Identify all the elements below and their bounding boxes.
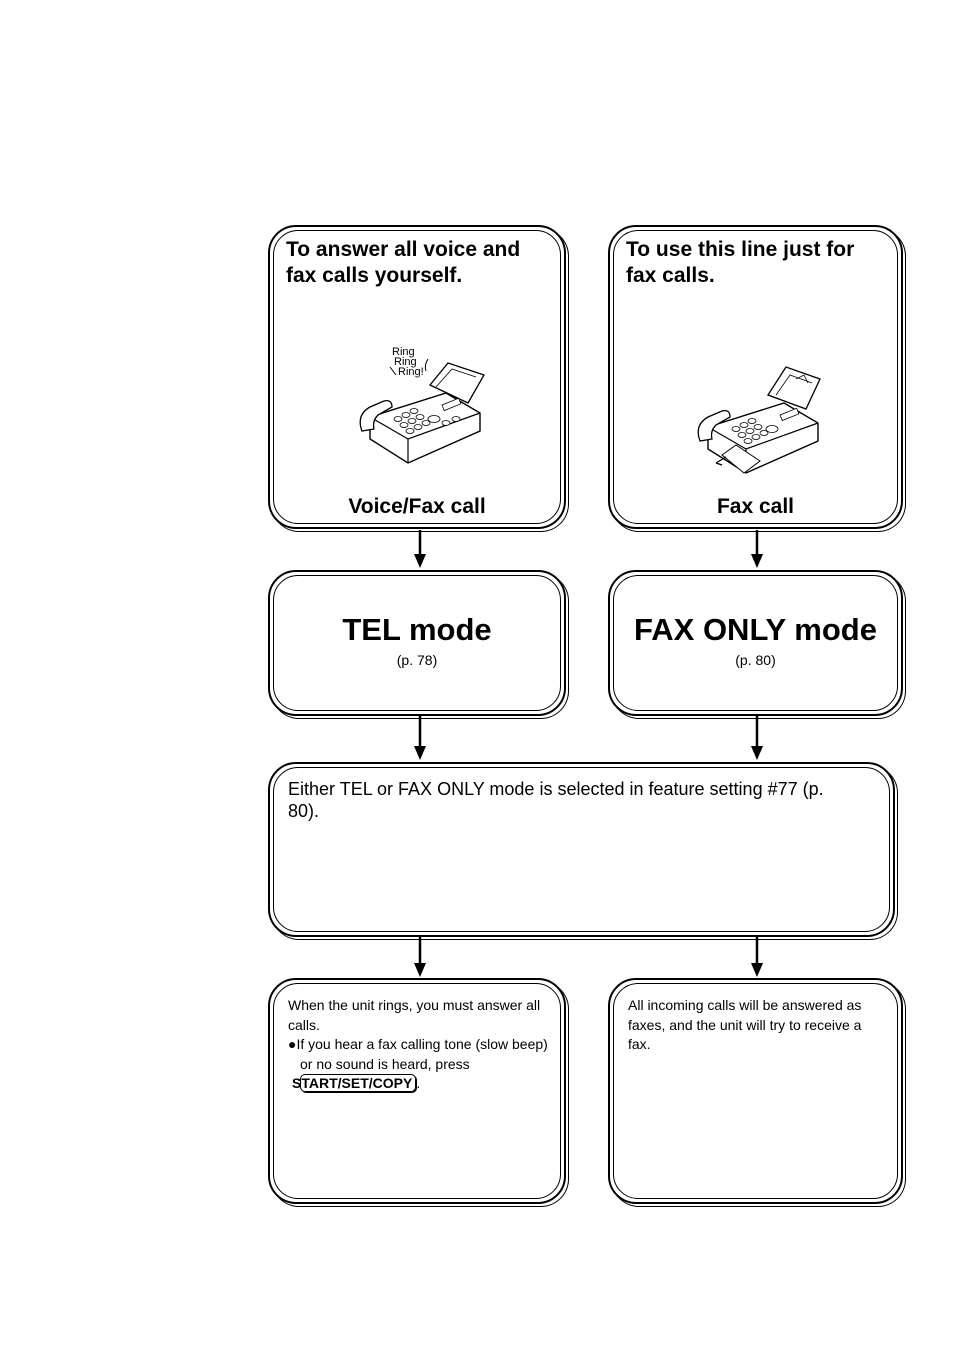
tel-result-bullet: ●If you hear a fax calling tone (slow be… [288,1035,550,1094]
tel-mode-box: TEL mode (p. 78) [268,570,566,716]
tel-mode-page-ref: (p. 78) [396,652,438,668]
fax-result-box: All incoming calls will be answered as f… [608,978,903,1204]
tel-result-box: When the unit rings, you must answer all… [268,978,566,1204]
fax-only-mode-page-ref: (p. 80) [735,652,776,668]
fax-call-box: To use this line just for fax calls. Fax… [608,225,903,529]
ring-text-2: Ring [394,356,417,368]
ring-text-1: Ring [392,346,415,358]
voice-fax-box-title: To answer all voice and fax calls yourse… [286,238,521,287]
tel-mode-title: TEL mode [342,612,492,647]
feature-setting-text: Either TEL or FAX ONLY mode is selected … [288,779,824,821]
fax-result-text: All incoming calls will be answered as f… [628,997,862,1052]
ring-text-3: Ring! [398,366,424,378]
key-suffix: . [416,1075,421,1091]
feature-setting-box: Either TEL or FAX ONLY mode is selected … [268,762,895,937]
fax-call-caption: Fax call [716,495,795,518]
fax-call-box-title: To use this line just for fax calls. [626,238,855,287]
arrow-down-icon [414,716,426,760]
tel-result-text: When the unit rings, you must answer all… [288,996,550,1094]
arrow-down-icon [414,530,426,568]
fax-only-mode-box: FAX ONLY mode (p. 80) [608,570,903,716]
fax-only-mode-title: FAX ONLY mode [634,612,877,647]
arrow-down-icon [751,530,763,568]
voice-fax-caption: Voice/Fax call [348,495,486,518]
voice-fax-call-box: To answer all voice and fax calls yourse… [268,225,566,529]
arrow-down-icon [414,937,426,977]
arrow-down-icon [751,716,763,760]
tel-result-line: When the unit rings, you must answer all… [288,997,541,1033]
arrow-down-icon [751,937,763,977]
start-set-copy-key: START/SET/COPY [292,1074,417,1092]
fax-machine-ringing-icon: Ring Ring Ring! [359,346,485,464]
fax-machine-receiving-icon [697,366,821,474]
tel-result-bullet-text: ●If you hear a fax calling tone (slow be… [288,1036,548,1072]
